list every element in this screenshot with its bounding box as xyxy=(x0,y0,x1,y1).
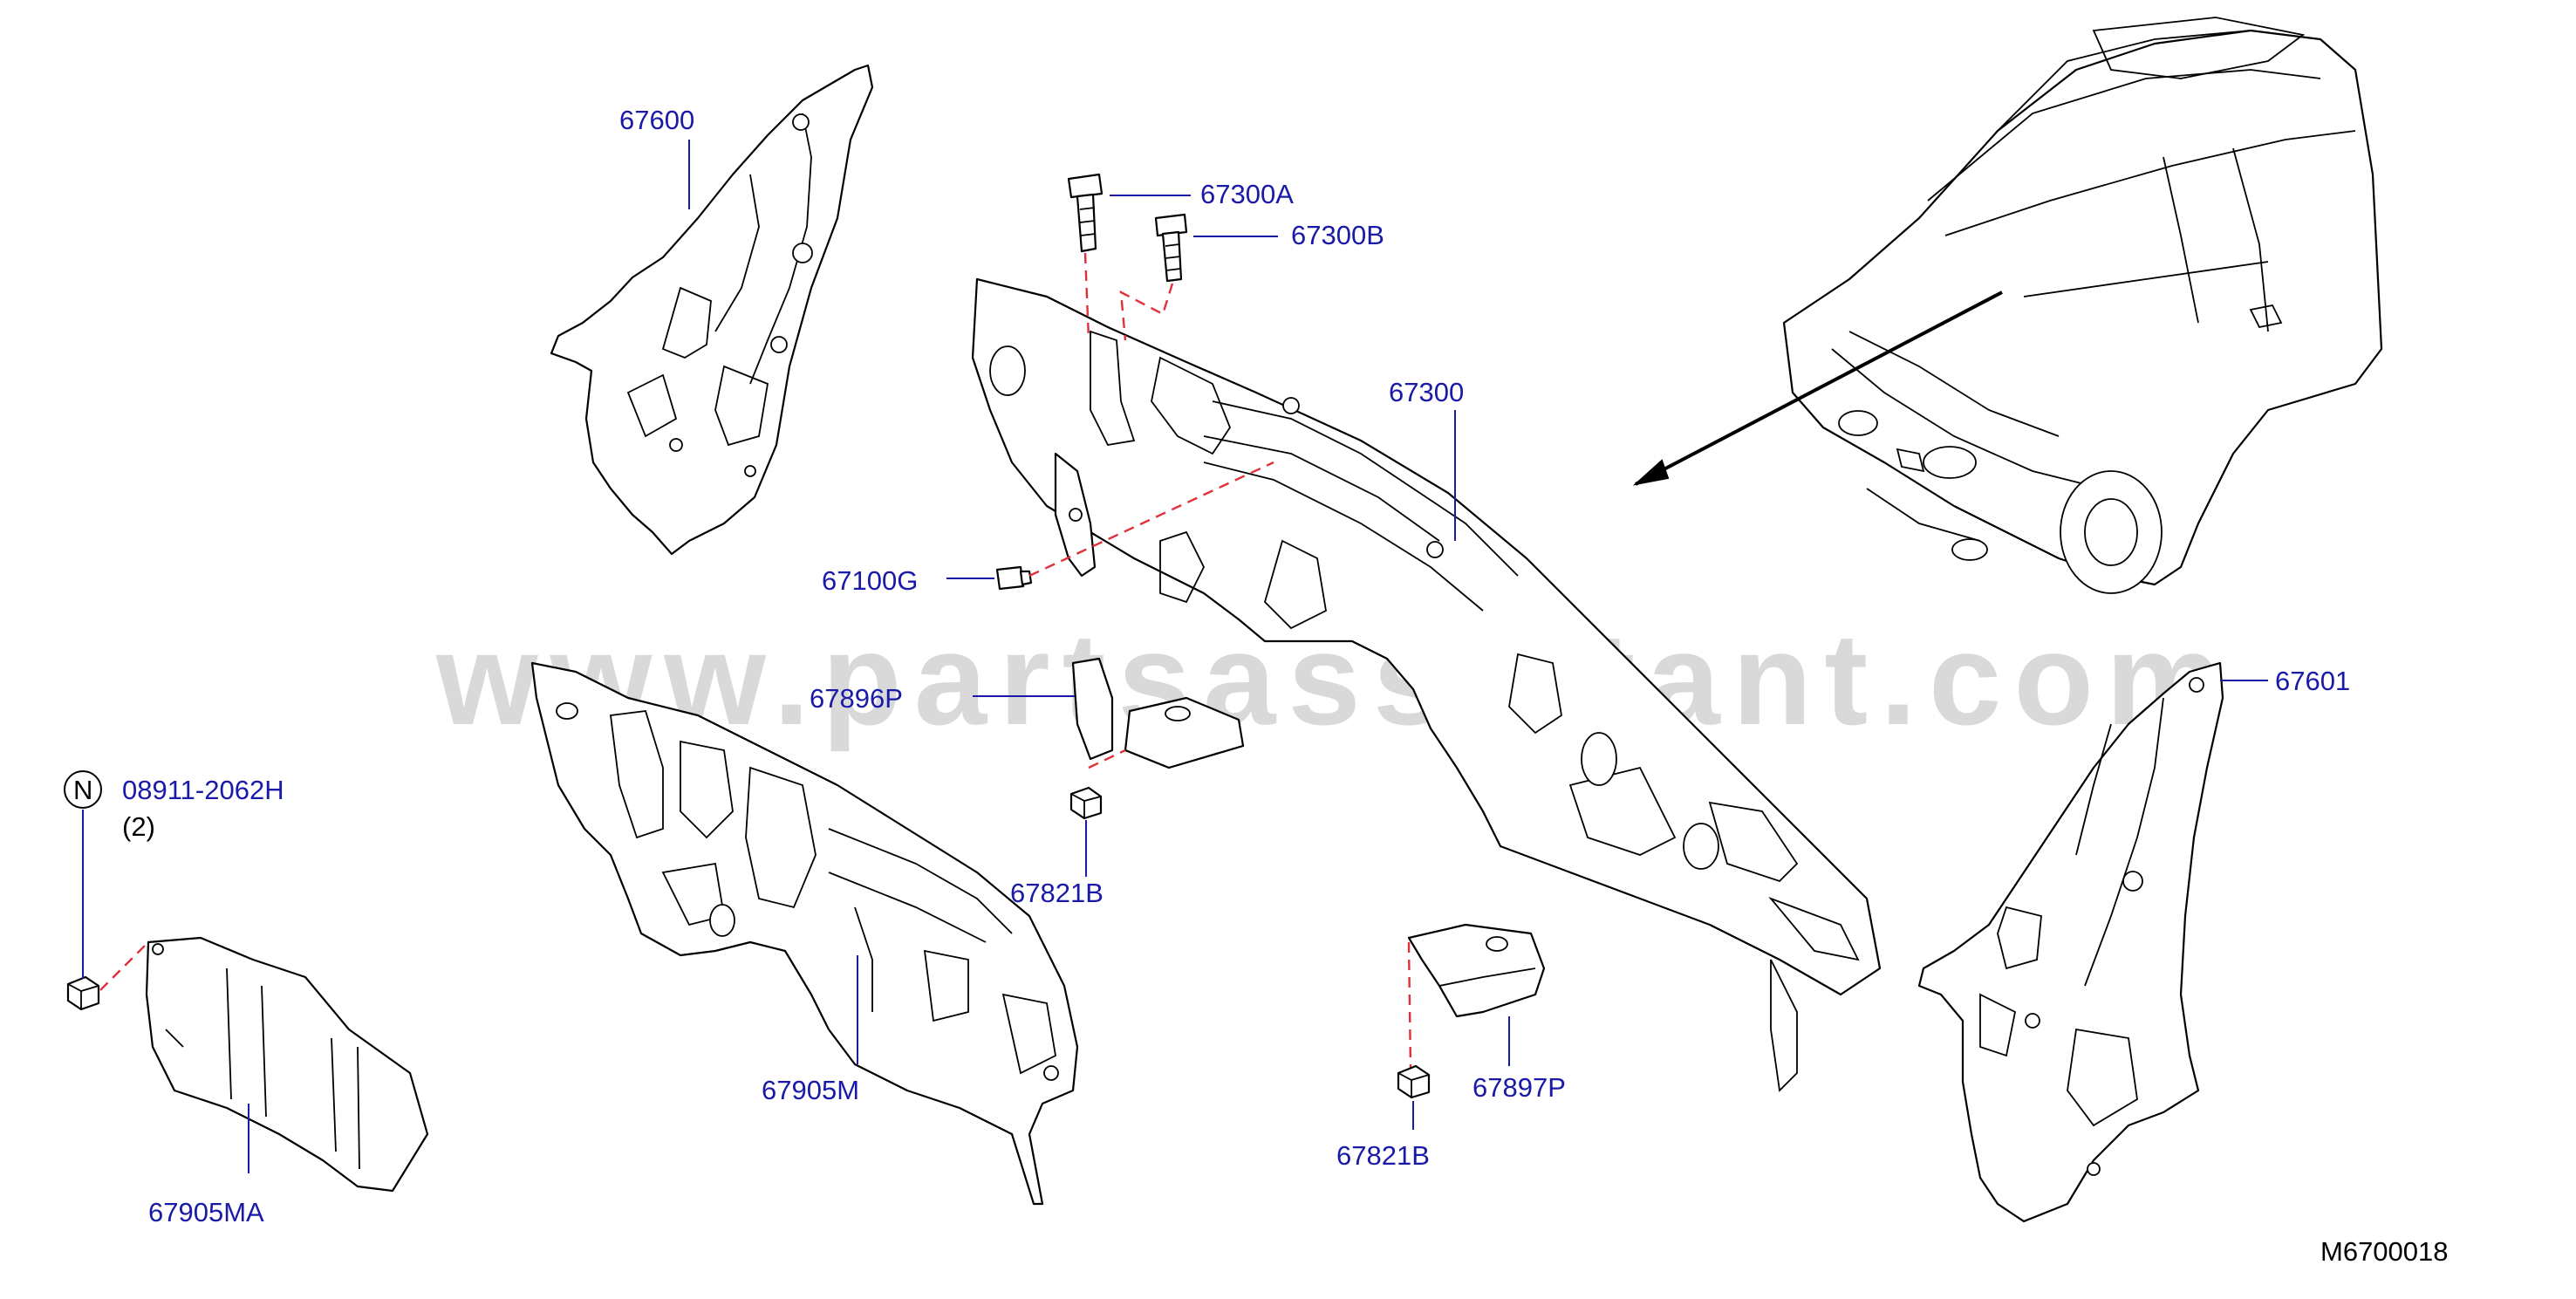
part-67905M-drawing xyxy=(530,661,1079,1206)
vehicle-illustration xyxy=(1632,17,2383,594)
dash-67300A xyxy=(1083,252,1090,341)
label-67821B-upper: 67821B xyxy=(1010,878,1104,908)
label-67905MA: 67905MA xyxy=(148,1197,264,1227)
label-67897P: 67897P xyxy=(1472,1072,1566,1103)
label-67600: 67600 xyxy=(619,105,694,135)
label-67896P: 67896P xyxy=(810,683,903,714)
label-67821B-lower: 67821B xyxy=(1336,1140,1430,1171)
label-67601: 67601 xyxy=(2275,666,2350,696)
part-67821B-upper-nut-drawing xyxy=(1069,786,1103,820)
part-67897P-drawing xyxy=(1407,923,1546,1018)
part-08911-2062H-nut-drawing xyxy=(66,975,100,1011)
part-67896P-drawing xyxy=(1071,657,1245,769)
part-67601-drawing xyxy=(1917,661,2224,1223)
dash-67896P xyxy=(1088,749,1126,769)
dash-67100G xyxy=(1028,461,1274,578)
part-67300-drawing xyxy=(971,277,1882,1092)
dash-67897P xyxy=(1407,941,1412,1070)
label-67300: 67300 xyxy=(1389,377,1464,407)
label-08911-2062H: 08911-2062H xyxy=(122,775,284,805)
diagram-code: M6700018 xyxy=(2320,1236,2449,1267)
label-67905M: 67905M xyxy=(762,1075,859,1105)
dash-67905MA xyxy=(99,941,149,991)
leader-lines xyxy=(82,140,2268,1173)
label-67300B: 67300B xyxy=(1291,220,1384,250)
part-67905MA-drawing xyxy=(145,936,429,1193)
part-67300A-bolt-drawing xyxy=(1067,173,1104,253)
label-08911-2062H-qty: (2) xyxy=(122,811,155,842)
part-bracket-67100G-drawing xyxy=(1054,452,1097,578)
note-n-symbol: N xyxy=(73,775,92,805)
dash-67300B xyxy=(1119,283,1174,341)
part-67821B-lower-nut-drawing xyxy=(1397,1064,1431,1099)
label-67100G: 67100G xyxy=(822,565,918,596)
part-67100G-clip-drawing xyxy=(995,565,1033,591)
part-67300B-bolt-drawing xyxy=(1154,213,1188,283)
part-67600-drawing xyxy=(550,64,874,556)
note-n-circle-icon xyxy=(64,770,102,809)
label-67300A: 67300A xyxy=(1200,179,1294,209)
